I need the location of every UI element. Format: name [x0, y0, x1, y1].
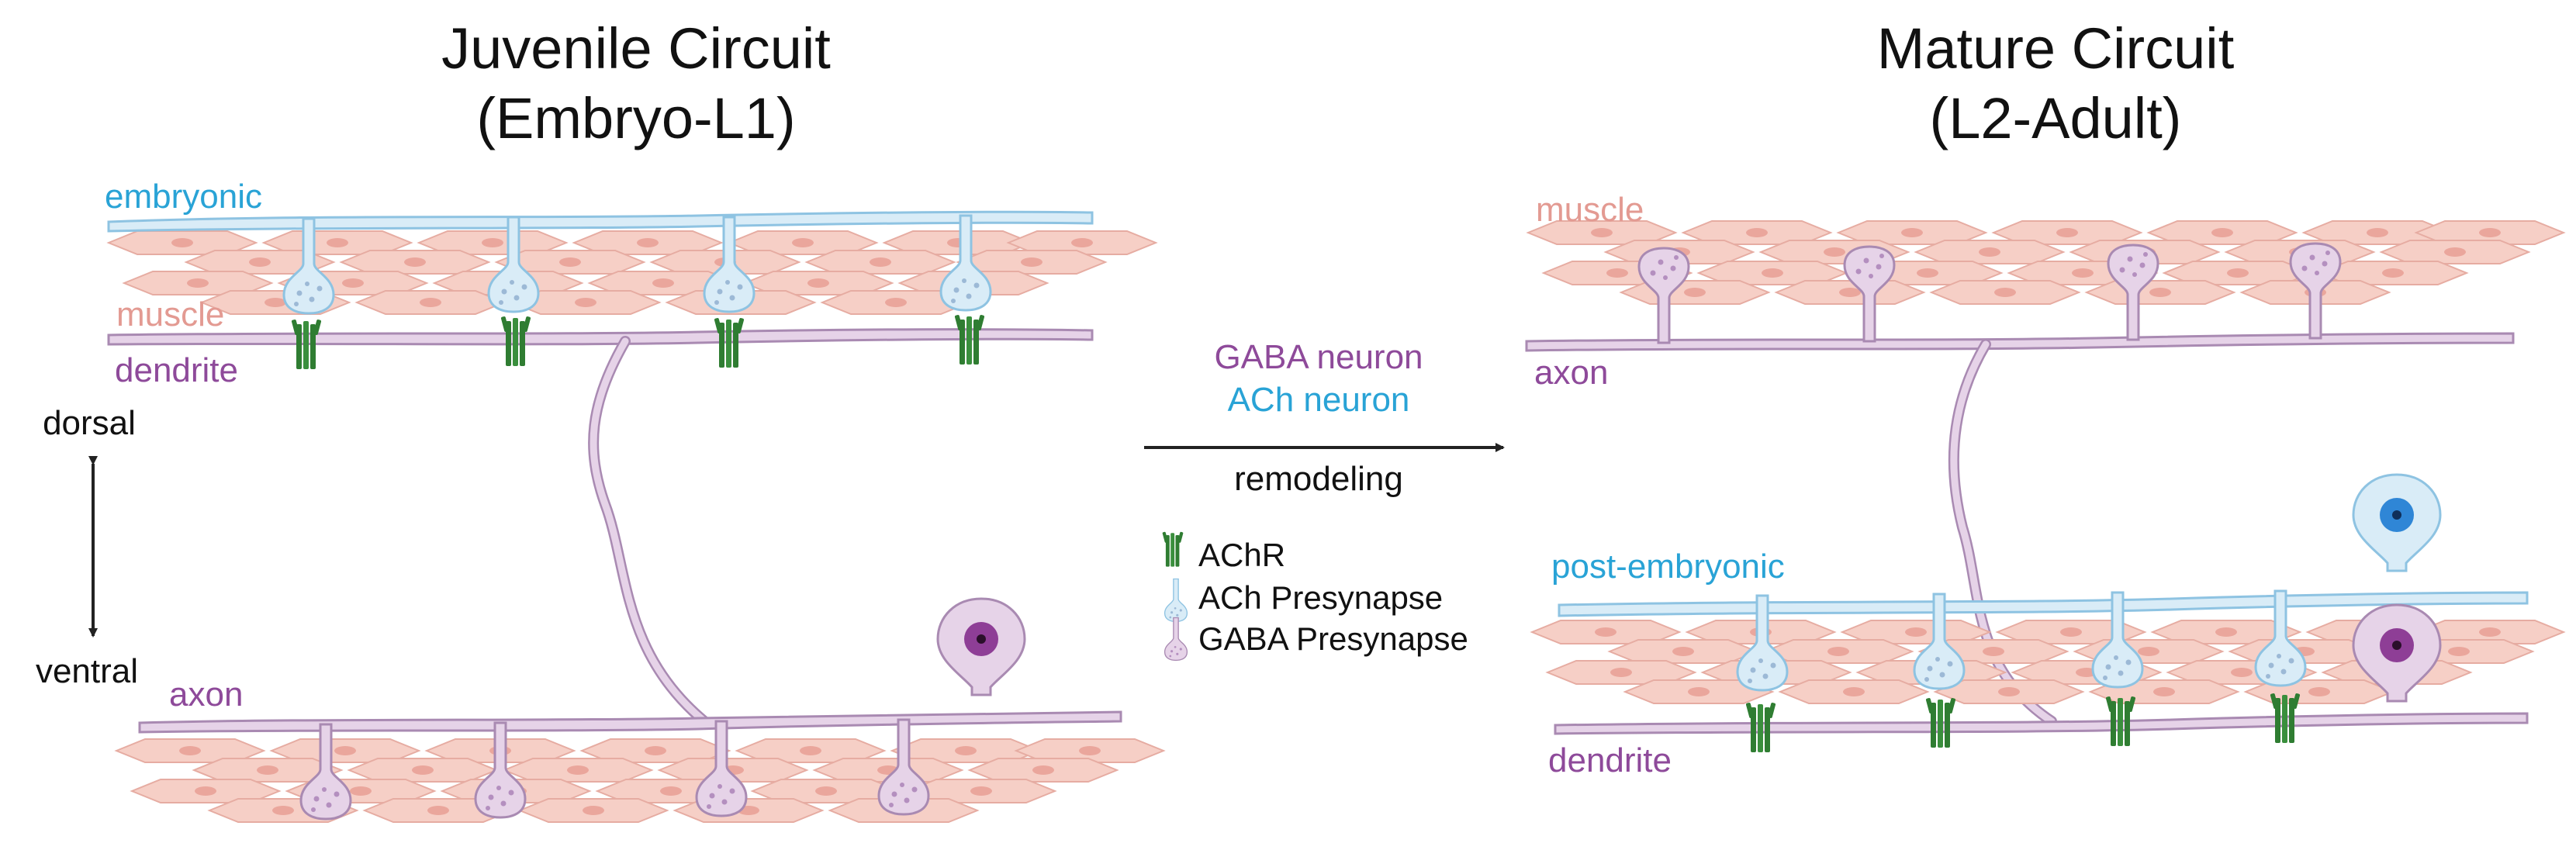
label-embryonic: embryonic [105, 178, 262, 216]
legend-gaba-presynapse: GABA Presynapse [1198, 620, 1468, 657]
ach-soma-icon [2352, 473, 2442, 572]
gaba-presynapse-icon [1164, 617, 1188, 662]
ach-presynapse-icon [1164, 578, 1188, 623]
left-title-line2: (Embryo-L1) [476, 86, 795, 150]
label-dorsal: dorsal [43, 404, 136, 442]
left-embryonic-process [107, 210, 1094, 233]
right-gaba-axon [1525, 332, 2515, 352]
right-title-line2: (L2-Adult) [1930, 86, 2182, 150]
gaba-soma-icon [936, 597, 1026, 696]
achr-receptor-icon [1162, 531, 1184, 567]
label-remodeling: remodeling [1234, 460, 1403, 498]
middle-legend: GABA neuron ACh neuron remodeling AChR A… [1144, 338, 1505, 662]
label-ventral: ventral [36, 652, 138, 690]
label-post-embryonic: post-embryonic [1551, 548, 1785, 586]
right-title-line1: Mature Circuit [1877, 16, 2235, 81]
label-dendrite-right: dendrite [1548, 741, 1672, 779]
left-gaba-dendrite [107, 328, 1094, 346]
label-muscle-right: muscle [1536, 191, 1644, 229]
label-muscle-left: muscle [116, 295, 224, 333]
label-axon-left: axon [169, 676, 243, 714]
legend-ach-presynapse: ACh Presynapse [1198, 579, 1443, 616]
label-ach-neuron: ACh neuron [1228, 381, 1410, 419]
legend-achr: AChR [1198, 537, 1285, 573]
left-dorsal-muscle-band [108, 230, 1157, 315]
left-title-line1: Juvenile Circuit [441, 16, 831, 81]
left-ventral-muscle-band [116, 738, 1164, 823]
label-dendrite-left: dendrite [115, 351, 238, 389]
right-panel: Mature Circuit (L2-Adult) [1525, 16, 2564, 779]
label-gaba-neuron: GABA neuron [1214, 338, 1423, 376]
left-gaba-axon [138, 710, 1122, 734]
left-panel: Juvenile Circuit (Embryo-L1) [36, 16, 1164, 823]
label-axon-right: axon [1534, 354, 1608, 392]
